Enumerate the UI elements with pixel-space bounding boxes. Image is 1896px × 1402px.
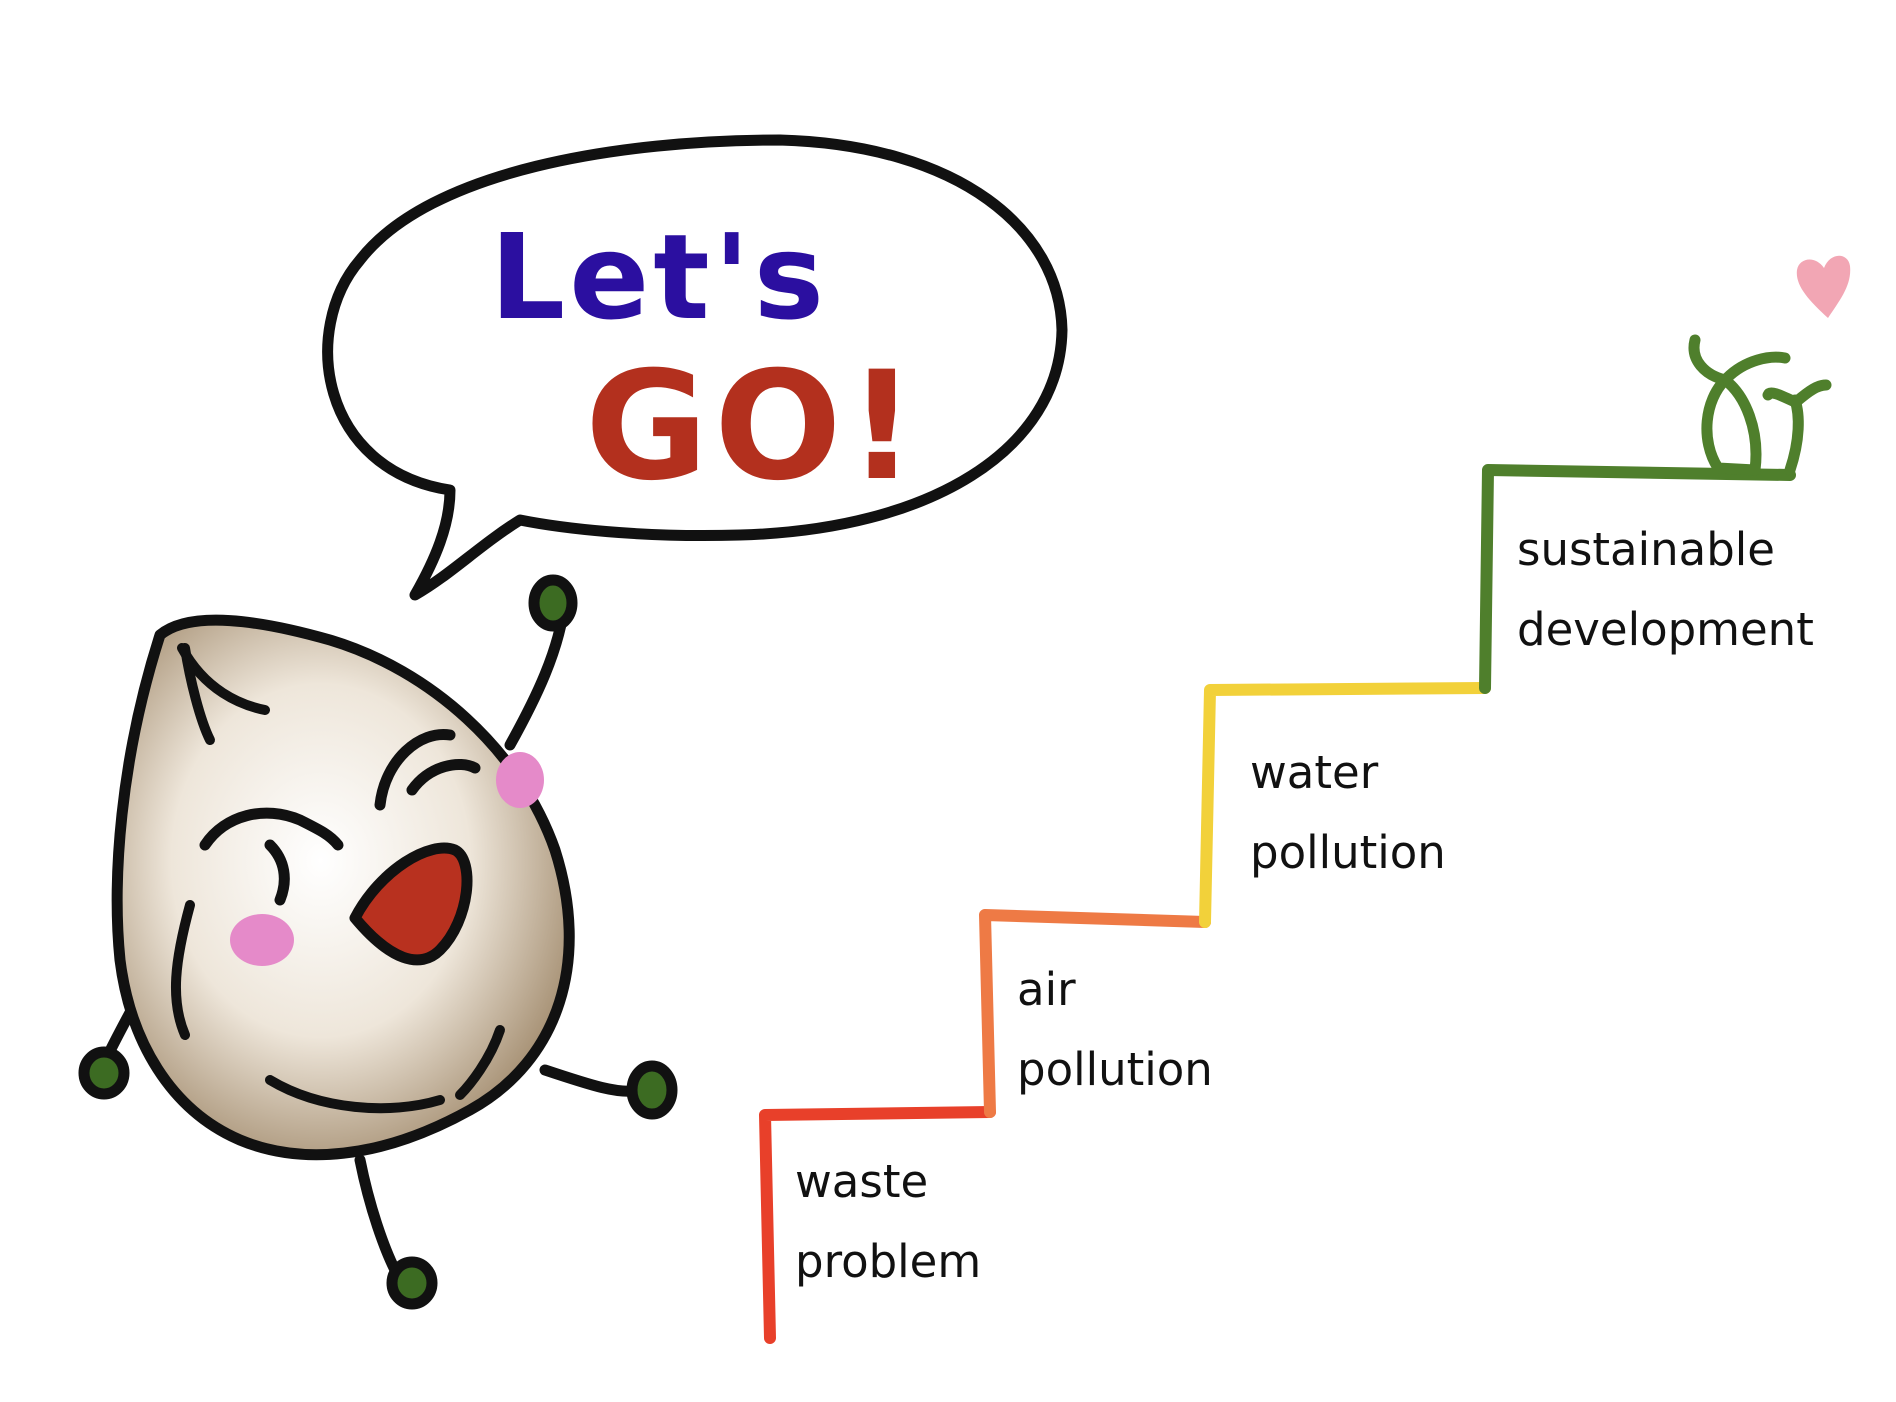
step-label-sustainable: sustainable development bbox=[1517, 510, 1814, 670]
step-label-water: water pollution bbox=[1250, 733, 1446, 893]
step-label-air-line2: pollution bbox=[1017, 1043, 1213, 1096]
seed-character-icon bbox=[78, 574, 678, 1310]
seed-body bbox=[111, 614, 575, 1161]
step-label-waste-line1: waste bbox=[795, 1155, 929, 1208]
step-waste bbox=[759, 1106, 996, 1344]
hand-raised bbox=[528, 574, 578, 632]
step-label-sustainable-line1: sustainable bbox=[1517, 523, 1775, 576]
foot-left bbox=[386, 1256, 438, 1310]
eye-left bbox=[199, 807, 344, 851]
eye-right bbox=[374, 728, 456, 811]
hand-left bbox=[78, 1046, 130, 1100]
heart-icon bbox=[1796, 255, 1851, 318]
mouth bbox=[349, 842, 473, 966]
step-label-sustainable-line2: development bbox=[1517, 603, 1814, 656]
step-sustainable bbox=[1479, 464, 1796, 694]
speech-bubble: Let's GO! bbox=[322, 134, 1068, 601]
step-label-air-line1: air bbox=[1017, 963, 1076, 1016]
bubble-text-go: GO! bbox=[585, 340, 922, 514]
step-label-water-line1: water bbox=[1250, 746, 1379, 799]
foot-right bbox=[626, 1060, 678, 1120]
step-label-waste: waste problem bbox=[795, 1142, 981, 1302]
step-water bbox=[1199, 682, 1491, 928]
cheek-right bbox=[496, 752, 544, 808]
speech-bubble-outline bbox=[322, 134, 1068, 601]
cheek-left bbox=[230, 914, 294, 966]
step-label-air: air pollution bbox=[1017, 950, 1213, 1110]
sprout-icon bbox=[1688, 334, 1832, 476]
staircase bbox=[759, 464, 1796, 1344]
step-label-water-line2: pollution bbox=[1250, 826, 1446, 879]
step-label-waste-line2: problem bbox=[795, 1235, 982, 1288]
bubble-text-lets: Let's bbox=[490, 208, 828, 346]
step-air bbox=[979, 909, 1211, 1118]
